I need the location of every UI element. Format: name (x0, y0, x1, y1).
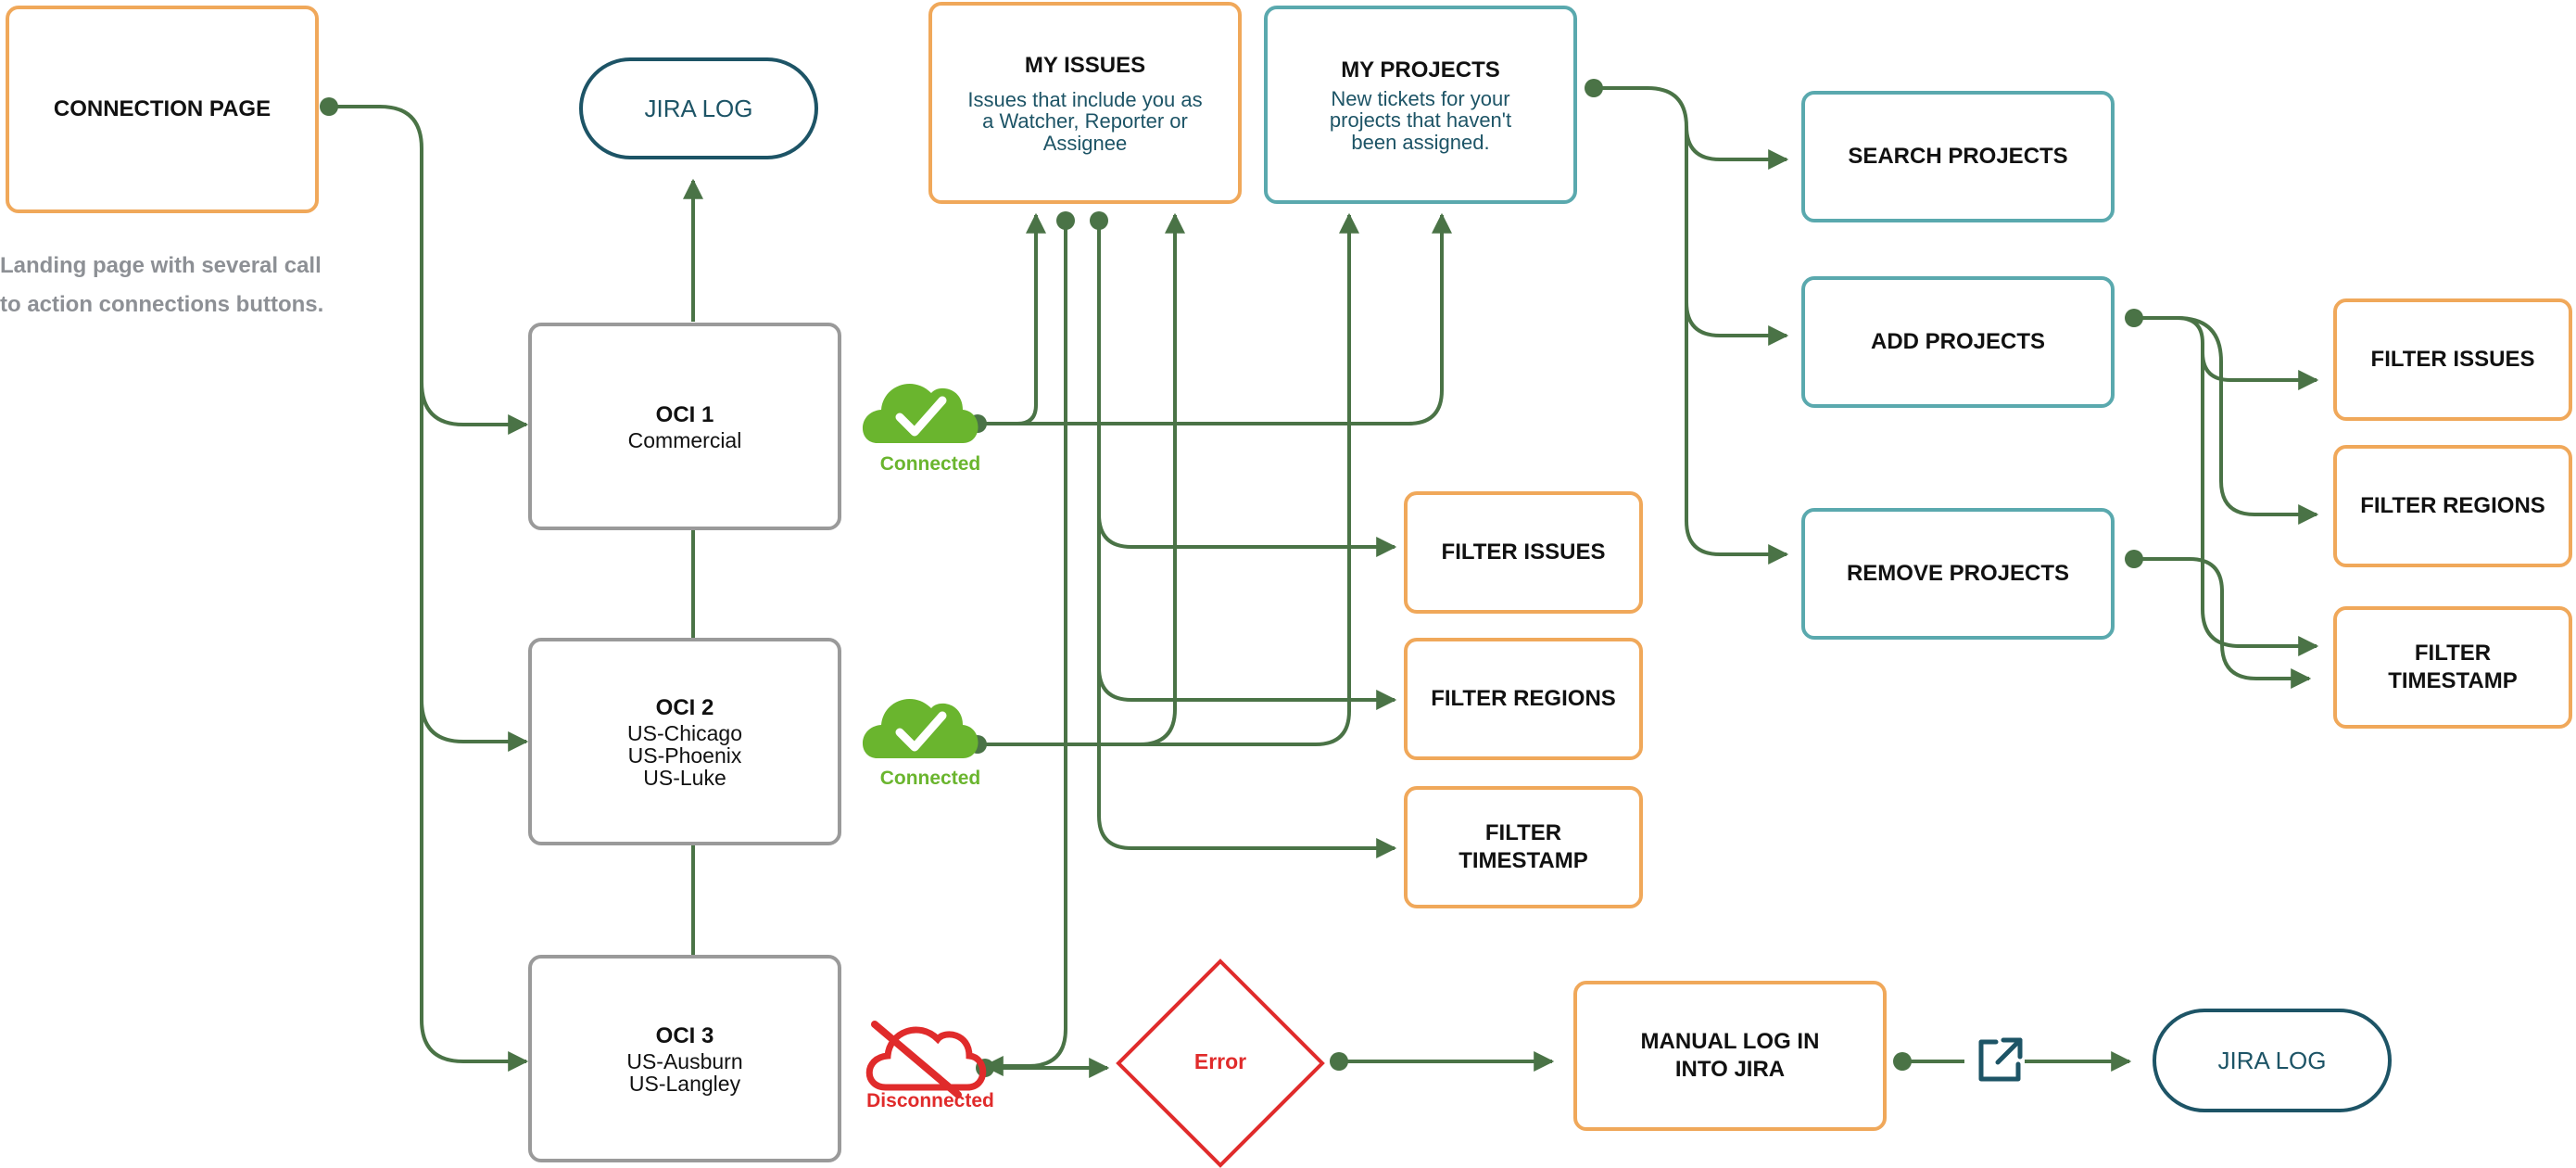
connector-dot (1090, 211, 1108, 230)
remove-projects-box[interactable]: REMOVE PROJECTS (1801, 508, 2115, 640)
oci3-box[interactable]: OCI 3 US-Ausburn US-Langley (528, 955, 841, 1162)
connector-dot (1893, 1052, 1912, 1071)
oci2-region: US-Phoenix (627, 743, 742, 768)
oci2-region: US-Chicago (627, 720, 742, 745)
connector-add-to-filter-issues (2134, 316, 2319, 390)
oci2-status: Connected (879, 768, 981, 789)
connector-myprojects-to-search (1594, 86, 1789, 170)
middle-filter-issues[interactable]: FILTER ISSUES (1404, 491, 1643, 614)
connector-myprojects-to-remove (1685, 302, 1789, 565)
my-projects-box[interactable]: MY PROJECTS New tickets for your project… (1264, 6, 1577, 204)
middle-filter-regions[interactable]: FILTER REGIONS (1404, 638, 1643, 760)
connector-dot (2125, 309, 2143, 327)
right-filter-timestamp[interactable]: FILTER TIMESTAMP (2333, 606, 2572, 729)
my-issues-title: MY ISSUES (1024, 53, 1146, 79)
oci1-title: OCI 1 (655, 401, 714, 427)
oci1-box[interactable]: OCI 1 Commercial (528, 323, 841, 530)
cloud-off-icon (865, 1021, 987, 1098)
connector-remove-to-filter-timestamp (2134, 557, 2312, 689)
search-projects-box[interactable]: SEARCH PROJECTS (1801, 91, 2115, 222)
connector-add-to-filter-timestamp (2201, 352, 2319, 656)
my-projects-desc: New tickets for your projects that haven… (1329, 87, 1512, 154)
connector-cp-to-oci2 (420, 382, 529, 752)
oci3-title: OCI 3 (655, 1022, 714, 1048)
right-filter-issues[interactable]: FILTER ISSUES (2333, 298, 2572, 421)
connector-dot (1330, 1052, 1348, 1071)
external-link-icon (1978, 1037, 2023, 1082)
error-label: Error (1193, 1049, 1247, 1073)
my-issues-box[interactable]: MY ISSUES Issues that include you as a W… (928, 2, 1242, 204)
oci1-region: Commercial (627, 427, 742, 452)
jira-log-bottom[interactable]: JIRA LOG (2153, 1009, 2392, 1112)
cloud-check-icon (862, 383, 979, 443)
oci1-status: Connected (879, 453, 981, 475)
connector-oci2-to-myissues (978, 212, 1185, 746)
connector-cp-to-oci3 (420, 700, 529, 1072)
connector-cp-to-oci1 (329, 105, 529, 435)
oci2-region: US-Luke (643, 766, 726, 791)
middle-filter-timestamp[interactable]: FILTER TIMESTAMP (1404, 786, 1643, 908)
oci3-region: US-Ausburn (626, 1048, 743, 1073)
connector-dot (320, 97, 338, 116)
connector-myissues-to-filter-timestamp (1097, 667, 1397, 858)
my-projects-title: MY PROJECTS (1341, 57, 1500, 83)
connector-oci2-to-myprojects (1140, 212, 1359, 746)
connection-page-title: CONNECTION PAGE (53, 96, 271, 121)
connector-oci1-to-myissues (978, 212, 1046, 425)
right-filter-regions[interactable]: FILTER REGIONS (2333, 445, 2572, 567)
oci2-box[interactable]: OCI 2 US-Chicago US-Phoenix US-Luke (528, 638, 841, 845)
oci3-region: US-Langley (628, 1072, 741, 1096)
oci2-title: OCI 2 (655, 694, 714, 720)
connector-myissues-to-error (982, 221, 1067, 1076)
connection-page-box[interactable]: CONNECTION PAGE (6, 6, 319, 213)
connector-add-to-filter-regions (2177, 316, 2319, 525)
jira-log-top[interactable]: JIRA LOG (579, 57, 818, 159)
connector-dot (1056, 211, 1075, 230)
oci3-status: Disconnected (866, 1090, 994, 1111)
connector-oci1-to-myprojects (1017, 212, 1452, 425)
manual-log-box[interactable]: MANUAL LOG IN INTO JIRA (1573, 981, 1887, 1131)
connector-dot (2125, 550, 2143, 568)
error-diamond (1116, 959, 1325, 1168)
cloud-check-icon (862, 698, 979, 758)
connector-dot (1585, 79, 1603, 97)
connection-page-note: Landing page with several call to action… (0, 253, 324, 317)
add-projects-box[interactable]: ADD PROJECTS (1801, 276, 2115, 408)
my-issues-desc: Issues that include you as a Watcher, Re… (967, 88, 1203, 155)
